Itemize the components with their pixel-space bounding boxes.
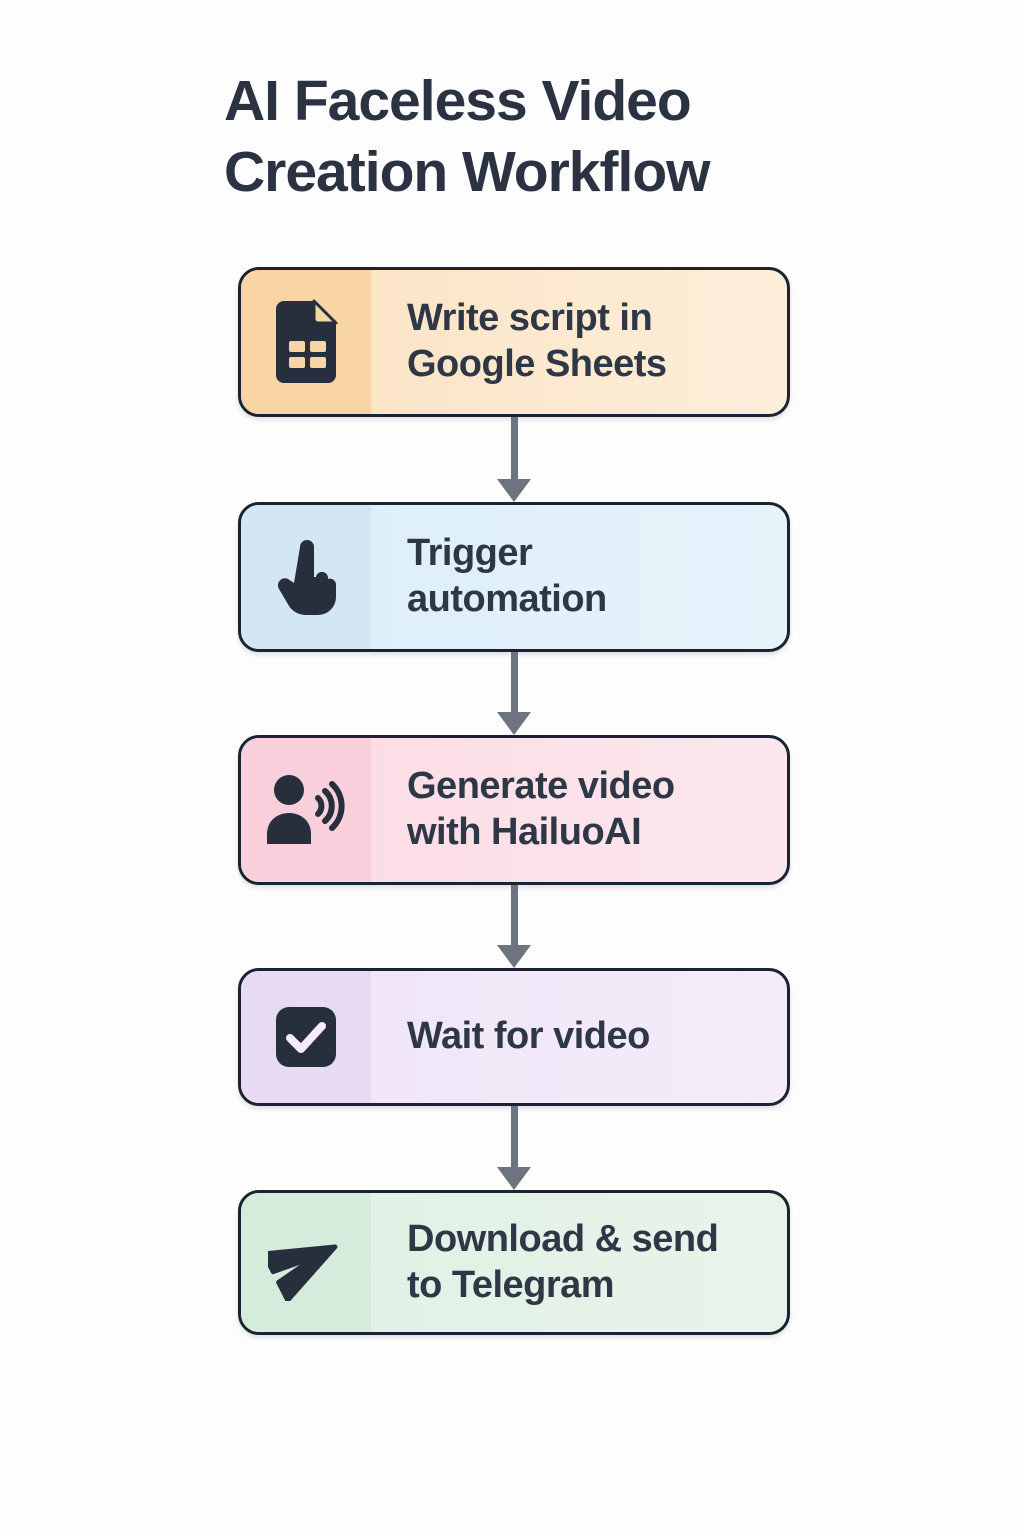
step-wait-for-video: Wait for video [238,968,790,1106]
workflow-flowchart: Write script in Google Sheets Trigger au… [238,267,790,1335]
step-icon-panel [241,1193,371,1332]
step-icon-panel [241,270,371,414]
arrow-head [497,945,531,968]
arrow-shaft [510,417,518,479]
step-write-script: Write script in Google Sheets [238,267,790,417]
pointer-hand-icon [277,540,337,615]
step-content: Generate video with HailuoAI [371,738,787,882]
person-speaking-icon [267,775,345,844]
step-content: Wait for video [371,971,787,1103]
step-content: Download & send to Telegram [371,1193,787,1332]
flow-arrow [497,652,531,735]
step-download-send: Download & send to Telegram [238,1190,790,1335]
arrow-head [497,712,531,735]
step-label: Write script in Google Sheets [407,297,667,385]
arrow-shaft [510,885,518,945]
flow-arrow [497,417,531,502]
step-label: Generate video with HailuoAI [407,765,675,853]
step-icon-panel [241,971,371,1103]
arrow-head [497,1167,531,1190]
arrow-shaft [510,1106,518,1167]
spreadsheet-document-icon [276,299,338,383]
step-content: Write script in Google Sheets [371,270,787,414]
telegram-plane-icon [268,1243,338,1301]
step-generate-video: Generate video with HailuoAI [238,735,790,885]
page-title: AI Faceless Video Creation Workflow [224,69,710,205]
arrow-head [497,479,531,502]
flow-arrow [497,1106,531,1190]
step-trigger-automation: Trigger automation [238,502,790,652]
flow-arrow [497,885,531,968]
step-content: Trigger automation [371,505,787,649]
step-label: Wait for video [407,1015,650,1058]
step-label: Trigger automation [407,532,607,620]
arrow-shaft [510,652,518,712]
step-label: Download & send to Telegram [407,1217,719,1306]
step-icon-panel [241,738,371,882]
step-icon-panel [241,505,371,649]
checkbox-checked-icon [276,1007,336,1067]
